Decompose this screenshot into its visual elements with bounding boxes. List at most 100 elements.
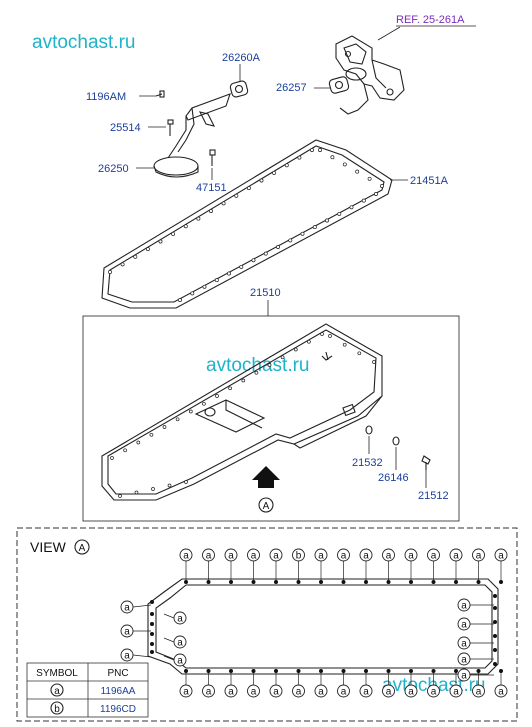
view-a-frame [16,527,518,722]
bolt-position-dot [431,669,436,673]
pan-bolt-hole [307,339,311,344]
table-header-pnc: PNC [107,668,128,679]
view-top-label-circle [449,548,463,562]
oil-pump-component [335,35,405,115]
view-bottom-label-circle [269,684,283,698]
view-bottom-label-circle [337,684,350,698]
view-bottom-label: a [183,687,189,698]
gasket-bolt-hole [263,251,268,256]
gasket-bolt-hole [178,298,182,302]
bolt-position-dot [319,580,323,584]
view-top-label: a [498,551,504,562]
reference-leader [377,26,401,41]
gasket-bolt-hole [337,211,342,216]
table-symbol-a-circle [50,683,64,697]
bolt-position-dot [493,606,497,610]
view-left-inner-label-circle [173,611,187,625]
gasket-bolt-hole [300,231,305,236]
view-bottom-label: a [228,687,234,698]
view-top-label: a [453,551,459,562]
pan-bolt-hole [357,351,362,356]
pan-bolt-hole [188,409,193,414]
view-title-letter: A [79,543,86,554]
gasket-bolt-hole [318,148,322,152]
oil-pan-21510 [101,323,383,501]
bolt-position-dot [296,669,301,673]
view-right-label: a [461,620,467,631]
view-right-label-circle [457,598,471,612]
drain-washer-21532 [365,425,373,435]
gasket-bolt-hole [190,291,195,296]
drain-plug-21512 [421,455,431,470]
bolt-position-dot [296,580,301,584]
view-bottom-label-circle [494,684,508,698]
watermark-middle: avtochast.ru [206,355,310,376]
view-bottom-label-circle [292,684,305,698]
gasket-bolt-hole [221,201,226,206]
view-top-label: a [273,551,279,562]
bolt-position-dot [150,612,154,616]
gasket-bolt-hole [246,186,251,191]
view-bottom-label: a [363,687,369,698]
view-left-inner-label: a [177,638,183,649]
gasket-bolt-hole [214,278,219,283]
view-top-label-circle [179,548,193,562]
bolt-47151 [209,149,216,166]
view-bottom-label: a [386,687,392,698]
view-bottom-label: a [408,687,414,698]
view-bottom-label: a [498,687,504,698]
gasket-bolt-hole [272,170,277,175]
view-bottom-label: a [273,687,279,698]
view-top-label: a [408,551,414,562]
view-right-label: a [461,671,467,682]
gasket-bolt-hole [171,231,176,236]
view-bottom-label-circle [427,684,440,698]
bolt-position-dot [499,669,503,673]
gasket-26260a [229,80,249,98]
pan-bolt-hole [149,432,154,437]
gasket-bolt-hole [288,238,293,243]
view-top-label: a [363,551,369,562]
view-top-label-circle [494,548,508,562]
bolt-position-dot [150,642,154,646]
gasket-bolt-hole [209,209,213,213]
gasket-bolt-hole [234,193,239,198]
symbol-table: SYMBOL PNC a 1196AA b 1196CD [26,662,149,718]
view-top-label-circle [269,548,283,562]
bolt-position-dot [274,669,278,673]
gasket-bolt-hole [349,205,354,210]
oil-strainer-26250 [153,93,231,178]
gasket-bolt-hole [145,247,150,252]
callout-26260a: 26260A [222,52,261,64]
pan-bolt-hole [167,483,172,488]
pan-bolt-hole [118,494,122,498]
gasket-bolt-hole [374,192,378,196]
table-pnc-b: 1196CD [100,704,136,715]
callout-26250: 26250 [98,163,129,175]
callout-1196am: 1196AM [86,91,126,103]
gasket-bolt-hole [330,155,335,160]
bolt-position-dot [150,600,154,604]
view-top-label: a [183,551,189,562]
callout-47151: 47151 [196,182,227,194]
pan-bolt-hole [267,363,272,367]
view-top-label-circle [247,548,260,562]
view-top-label: a [386,551,392,562]
view-bottom-label-circle [224,684,238,698]
gasket-bolt-hole [108,270,112,274]
bolt-position-dot [150,632,154,636]
oil-pan-box [82,315,460,522]
pan-bolt-hole [241,378,246,383]
view-bottom-label-circle [404,684,418,698]
gasket-bolt-hole [310,148,314,152]
bolt-position-dot [184,669,188,673]
view-top-label: a [318,551,324,562]
view-left-label: a [124,651,130,662]
bolt-position-dot [229,669,233,673]
bolt-1196am [155,90,165,98]
bolt-position-dot [206,580,211,584]
bolt-position-dot [454,669,458,673]
gasket-bolt-hole [276,245,280,249]
view-bottom-label-circle [247,684,260,698]
bolt-position-dot [251,669,256,673]
